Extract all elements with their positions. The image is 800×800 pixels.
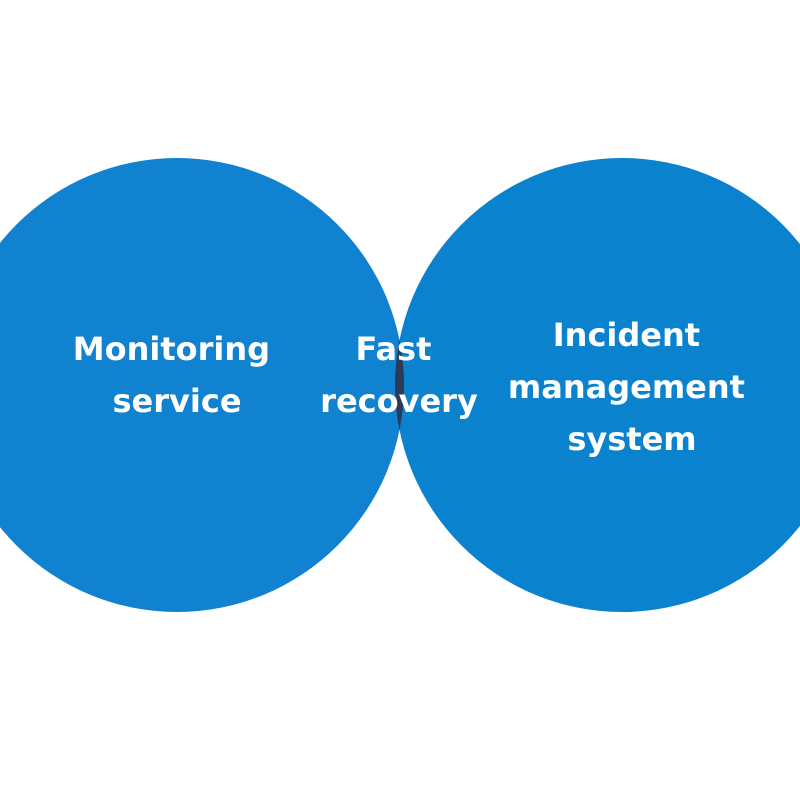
- left-circle: [0, 158, 404, 612]
- right-label-line-2: management: [508, 368, 745, 406]
- right-label-line-3: system: [567, 420, 696, 458]
- overlap-label-line-1: Fast: [355, 330, 431, 368]
- right-circle: [395, 158, 800, 612]
- left-circle-label: Monitoring service: [73, 330, 281, 420]
- right-label-line-1: Incident: [553, 316, 700, 354]
- left-label-line-2: service: [112, 382, 241, 420]
- left-label-line-1: Monitoring: [73, 330, 270, 368]
- right-circle-label: Incident management system: [508, 316, 756, 458]
- overlap-label: Fast recovery: [320, 330, 478, 420]
- overlap-label-line-2: recovery: [320, 382, 478, 420]
